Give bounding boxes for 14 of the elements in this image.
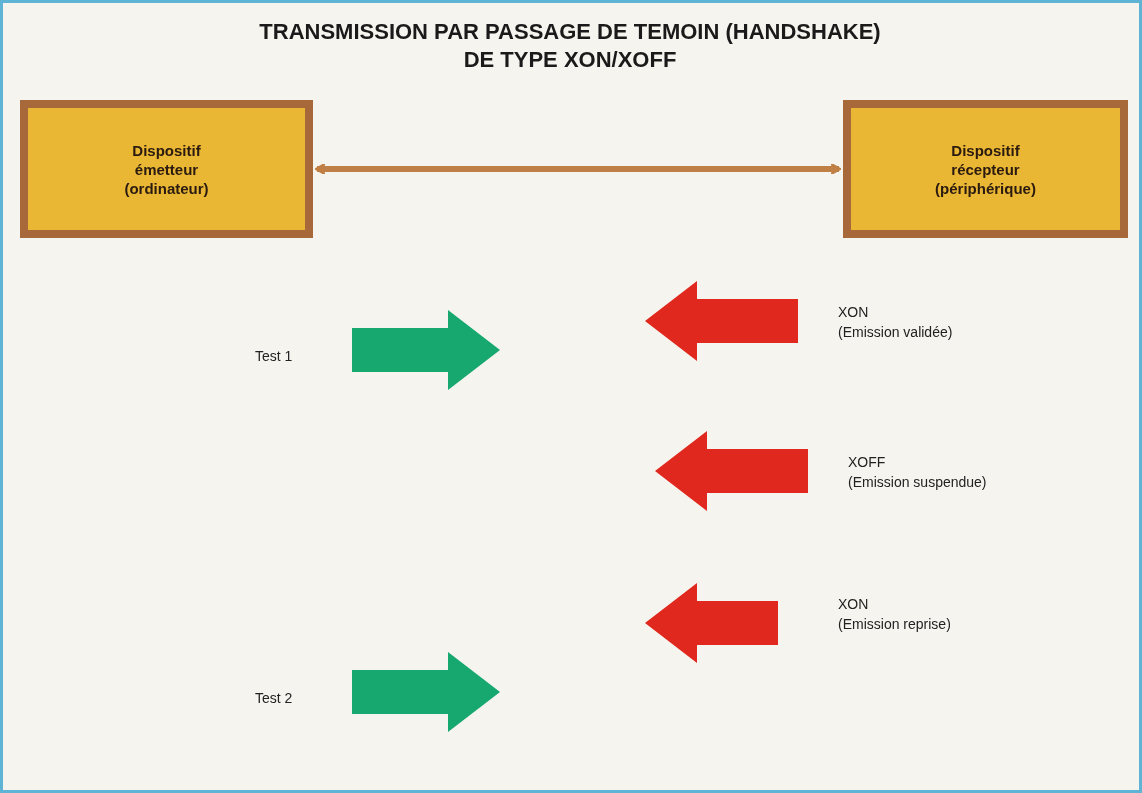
signal-name: XON (838, 596, 869, 612)
signal-description: (Emission suspendue) (848, 474, 987, 490)
signal-name: XON (838, 304, 869, 320)
diagram-title: TRANSMISSION PAR PASSAGE DE TEMOIN (HANDSHAKE) DE TYPE XON/XOFF (258, 18, 882, 74)
signal-name: XOFF (848, 454, 886, 470)
signal-description: (Emission reprise) (838, 616, 951, 632)
test-label: Test 2 (255, 690, 293, 706)
device-label: Dispositif émetteur (ordinateur) (123, 140, 210, 198)
device-box (20, 100, 313, 238)
double-arrow (314, 162, 842, 176)
device-box (843, 100, 1128, 238)
signal-description: (Emission validée) (838, 324, 953, 340)
test-label: Test 1 (255, 348, 293, 364)
device-label: Dispositif récepteur (périphérique) (934, 140, 1037, 198)
